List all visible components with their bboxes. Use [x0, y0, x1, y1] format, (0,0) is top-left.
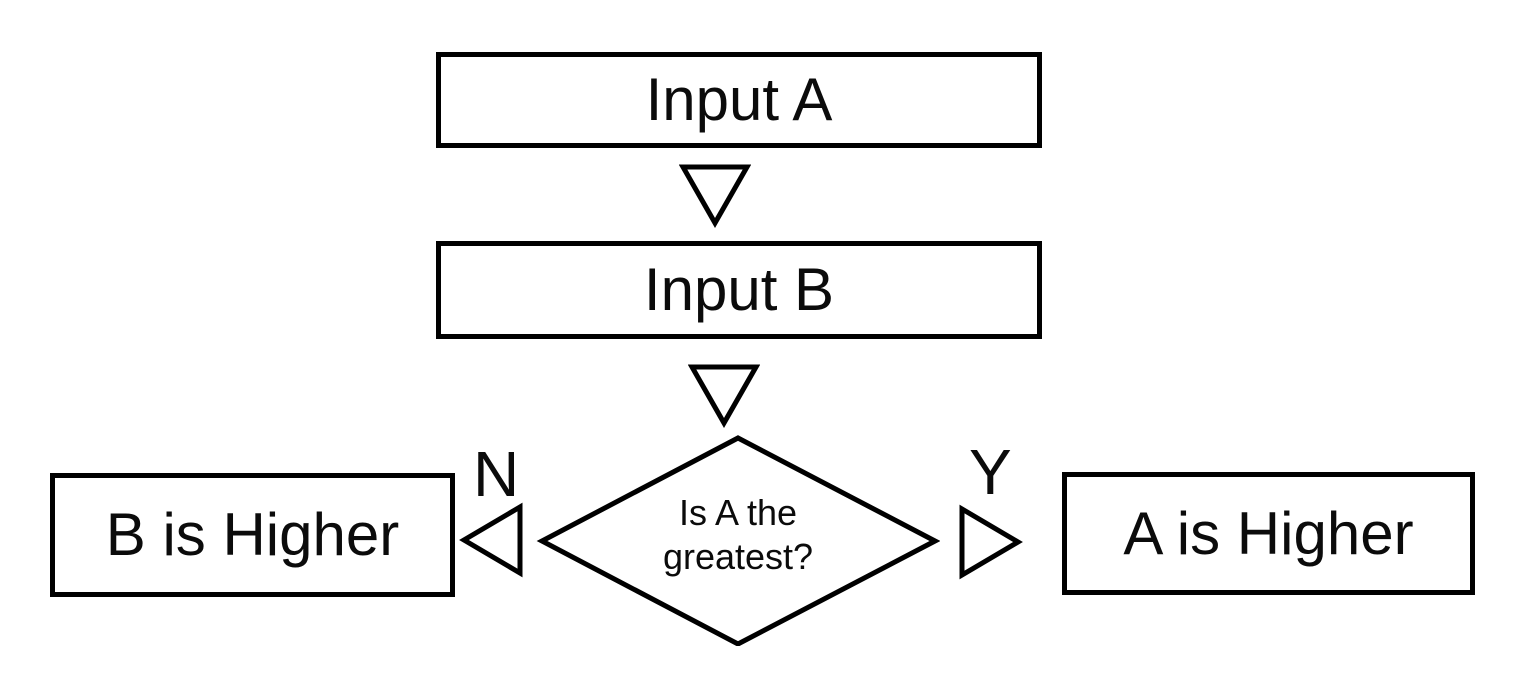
decision-label-line1: Is A the	[678, 492, 798, 533]
node-input-a-label: Input A	[645, 66, 833, 133]
node-a-higher: A is Higher	[1062, 472, 1475, 595]
branch-label-yes: Y	[969, 436, 1012, 508]
node-input-a: Input A	[436, 52, 1042, 148]
branch-label-no: N	[473, 438, 520, 510]
arrow-right-icon	[959, 504, 1023, 580]
node-input-b: Input B	[436, 241, 1042, 339]
node-b-higher-label: B is Higher	[105, 501, 400, 568]
arrow-down-icon	[688, 364, 760, 428]
node-input-b-label: Input B	[643, 256, 835, 323]
arrow-left-icon	[459, 502, 523, 578]
node-a-higher-label: A is Higher	[1123, 499, 1414, 567]
arrow-down-icon	[679, 164, 751, 228]
decision-node-label: Is A the greatest?	[588, 491, 888, 579]
decision-diamond-shape	[536, 435, 940, 646]
node-b-higher: B is Higher	[50, 473, 455, 597]
decision-label-line2: greatest?	[662, 536, 814, 577]
